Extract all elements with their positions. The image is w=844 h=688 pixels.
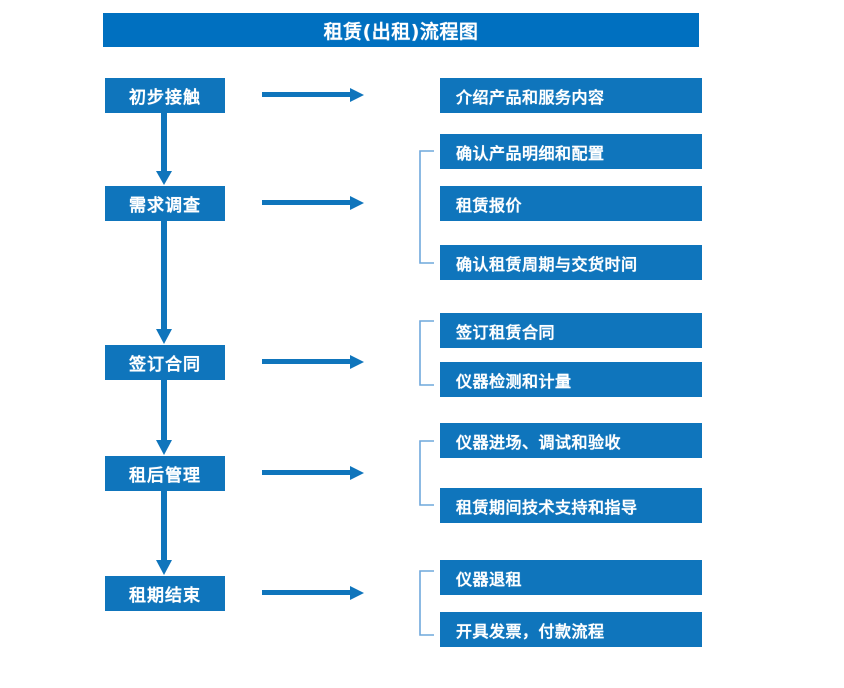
group-bracket-icon-4 bbox=[418, 570, 434, 636]
detail-box-1[interactable]: 介绍产品和服务内容 bbox=[440, 78, 702, 113]
detail-box-2[interactable]: 确认产品明细和配置 bbox=[440, 134, 702, 169]
right-arrow-icon-3 bbox=[262, 355, 364, 369]
down-arrow-icon-4 bbox=[156, 490, 172, 576]
detail-box-8[interactable]: 租赁期间技术支持和指导 bbox=[440, 488, 702, 523]
stage-box-3[interactable]: 签订合同 bbox=[105, 345, 225, 380]
group-bracket-icon-2 bbox=[418, 320, 434, 386]
group-bracket-icon-1 bbox=[418, 150, 434, 264]
detail-box-7[interactable]: 仪器进场、调试和验收 bbox=[440, 423, 702, 458]
down-arrow-icon-1 bbox=[156, 113, 172, 186]
detail-box-3[interactable]: 租赁报价 bbox=[440, 186, 702, 221]
stage-box-1[interactable]: 初步接触 bbox=[105, 78, 225, 113]
group-bracket-icon-3 bbox=[418, 440, 434, 506]
down-arrow-icon-3 bbox=[156, 380, 172, 456]
detail-box-5[interactable]: 签订租赁合同 bbox=[440, 313, 702, 348]
right-arrow-icon-5 bbox=[262, 586, 364, 600]
stage-box-2[interactable]: 需求调查 bbox=[105, 186, 225, 221]
right-arrow-icon-2 bbox=[262, 196, 364, 210]
detail-box-6[interactable]: 仪器检测和计量 bbox=[440, 362, 702, 397]
stage-box-5[interactable]: 租期结束 bbox=[105, 576, 225, 611]
stage-box-4[interactable]: 租后管理 bbox=[105, 456, 225, 491]
right-arrow-icon-1 bbox=[262, 88, 364, 102]
page-title: 租赁(出租)流程图 bbox=[103, 13, 699, 47]
detail-box-9[interactable]: 仪器退租 bbox=[440, 560, 702, 595]
down-arrow-icon-2 bbox=[156, 221, 172, 345]
right-arrow-icon-4 bbox=[262, 466, 364, 480]
detail-box-4[interactable]: 确认租赁周期与交货时间 bbox=[440, 245, 702, 280]
detail-box-10[interactable]: 开具发票，付款流程 bbox=[440, 612, 702, 647]
